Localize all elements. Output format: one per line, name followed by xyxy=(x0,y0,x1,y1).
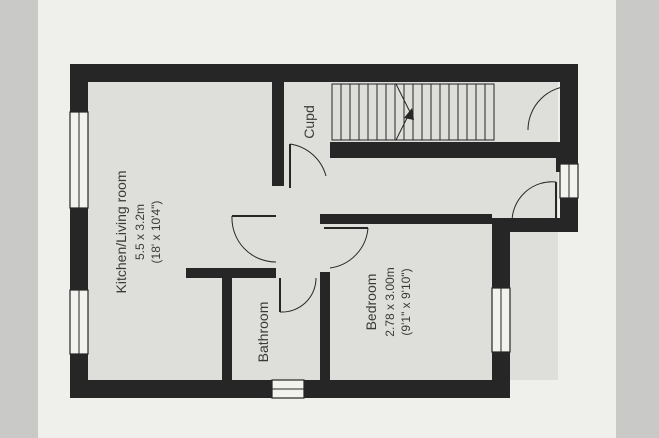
door-entrance xyxy=(511,181,557,223)
wall-entrance-bottom xyxy=(492,218,578,232)
kitchen-imperial: (18' x 10'4") xyxy=(149,201,163,264)
wall-stairs-bottom xyxy=(330,142,560,158)
window-entrance xyxy=(559,163,579,199)
window-kitchen-upper xyxy=(69,111,89,209)
kitchen-name: Kitchen/Living room xyxy=(113,171,129,294)
wall-top xyxy=(70,64,578,82)
kitchen-metric: 5.5 x 3.2m xyxy=(133,204,147,260)
staircase xyxy=(331,83,495,141)
wall-bathroom-left xyxy=(222,278,232,380)
bedroom-name: Bedroom xyxy=(363,274,379,331)
window-kitchen-lower xyxy=(69,289,89,355)
wall-bedroom-left xyxy=(320,272,330,380)
wall-right xyxy=(560,64,578,232)
bedroom-metric: 2.78 x 3.00m xyxy=(383,267,397,336)
window-bathroom xyxy=(271,379,305,399)
bedroom-imperial: (9'1" x 9'10") xyxy=(399,268,413,335)
bathroom-label-group: Bathroom xyxy=(255,302,271,363)
bathroom-name: Bathroom xyxy=(255,302,271,363)
wall-bathroom-top xyxy=(186,268,276,278)
wall-bedroom-top xyxy=(320,214,492,224)
door-stairs xyxy=(527,85,573,131)
bedroom-label-group: Bedroom 2.78 x 3.00m (9'1" x 9'10") xyxy=(363,267,413,336)
kitchen-label-group: Kitchen/Living room 5.5 x 3.2m (18' x 10… xyxy=(113,171,163,294)
door-kitchen xyxy=(231,215,277,263)
door-bathroom xyxy=(279,277,317,313)
wall-kitchen-right-upper xyxy=(272,82,284,186)
cupboard-name: Cupd xyxy=(301,105,317,138)
cupboard-label-group: Cupd xyxy=(301,105,317,138)
interior-walls xyxy=(186,82,566,380)
window-bedroom xyxy=(491,287,511,353)
door-cupboard xyxy=(289,143,327,188)
door-bedroom xyxy=(324,227,369,269)
